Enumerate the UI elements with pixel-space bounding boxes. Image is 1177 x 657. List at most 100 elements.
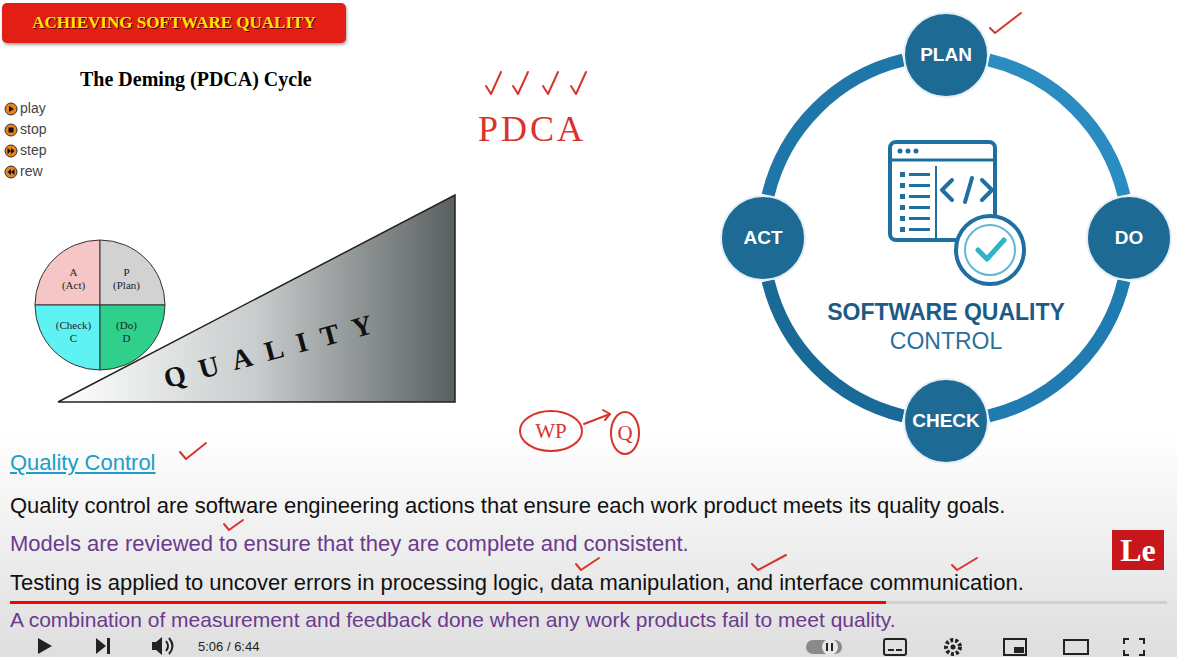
center-title-box: SOFTWARE QUALITYCONTROL bbox=[800, 130, 1092, 360]
handwritten-note-holder: PDCA bbox=[478, 108, 586, 150]
slide-control-label: step bbox=[20, 142, 46, 158]
slide-control-label-holder: step bbox=[20, 142, 46, 158]
ring-connector bbox=[989, 60, 1124, 195]
phase-circle-shape bbox=[1087, 196, 1171, 280]
phase-label: PLAN bbox=[920, 44, 972, 66]
node-outline bbox=[800, 130, 1092, 360]
quadrant-label: (Act) bbox=[62, 279, 85, 292]
list-line-icon bbox=[909, 195, 930, 198]
center-title-line: CONTROL bbox=[890, 327, 1002, 356]
list-bullet-icon bbox=[900, 227, 905, 232]
node-text-area: DO bbox=[1086, 195, 1172, 281]
list-bullet-icon bbox=[900, 205, 905, 210]
slide-control-label: play bbox=[20, 100, 46, 116]
pdca-quadrant: (Do)D bbox=[100, 305, 165, 370]
slide-control-icons bbox=[5, 103, 17, 178]
node-outline bbox=[100, 305, 165, 370]
browser-dot-icon bbox=[906, 149, 911, 154]
handwritten-note-holder: Q bbox=[617, 421, 632, 446]
browser-bar-icon bbox=[890, 159, 995, 162]
slide-control-label-holder: rew bbox=[20, 163, 43, 179]
handwritten-note-holder: WP bbox=[535, 419, 567, 444]
title-banner: ACHIEVING SOFTWARE QUALITY bbox=[2, 3, 346, 43]
browser-dot-icon bbox=[898, 149, 903, 154]
list-line-icon bbox=[909, 228, 930, 231]
list-line-icon bbox=[909, 217, 930, 220]
quadrant-label: A bbox=[70, 266, 78, 279]
divider-icon bbox=[935, 166, 937, 238]
phase-circle-shape bbox=[721, 196, 805, 280]
quadrant-label: C bbox=[70, 332, 77, 345]
quadrant-label: (Do) bbox=[116, 319, 137, 332]
code-brackets-icon bbox=[942, 178, 992, 202]
body-line: Models are reviewed to ensure that they … bbox=[10, 532, 689, 556]
node-outline bbox=[35, 240, 100, 305]
slide-control-label-holder: stop bbox=[20, 121, 46, 137]
phase-circle: PLAN bbox=[903, 12, 989, 98]
center-title-line: SOFTWARE QUALITY bbox=[827, 298, 1065, 327]
node-text-area: PLAN bbox=[903, 12, 989, 98]
channel-logo: Le bbox=[1120, 532, 1156, 569]
node-text-area: SOFTWARE QUALITYCONTROL bbox=[800, 130, 1092, 360]
video-time-holder: 5:06 / 6:44 bbox=[198, 639, 259, 654]
quadrant-label: P bbox=[123, 266, 129, 279]
ring-connector bbox=[768, 60, 903, 195]
phase-circle-shape bbox=[904, 13, 988, 97]
check-mark-icon bbox=[978, 240, 1004, 259]
quadrant-label: (Check) bbox=[56, 319, 91, 332]
quadrant-label: (Plan) bbox=[113, 279, 140, 292]
list-bullet-icon bbox=[900, 172, 905, 177]
phase-circle: ACT bbox=[720, 195, 806, 281]
list-bullet-icon bbox=[900, 194, 905, 199]
wedge-shape bbox=[58, 195, 455, 402]
phase-label: CHECK bbox=[912, 410, 980, 432]
phase-circle: CHECK bbox=[903, 378, 989, 464]
channel-logo-holder: Le bbox=[1112, 530, 1164, 570]
body-line: Testing is applied to uncover errors in … bbox=[10, 571, 1024, 595]
video-player-controls bbox=[38, 637, 1144, 655]
phase-label: ACT bbox=[743, 227, 782, 249]
slide-control-label-holder: play bbox=[20, 100, 46, 116]
body-line-holder: A combination of measurement and feedbac… bbox=[10, 608, 896, 632]
node-outline bbox=[100, 240, 165, 305]
list-line-icon bbox=[909, 184, 930, 187]
section-link-holder: Quality Control bbox=[10, 450, 156, 476]
handwritten-note: WP bbox=[535, 419, 567, 444]
check-badge-ring bbox=[965, 225, 1015, 275]
check-badge-icon bbox=[956, 216, 1024, 284]
slide-control-label: rew bbox=[20, 163, 43, 179]
phase-circle-shape bbox=[904, 379, 988, 463]
node-text-area: A(Act) bbox=[35, 240, 100, 305]
node-text-area: CHECK bbox=[903, 378, 989, 464]
list-line-icon bbox=[909, 173, 930, 176]
body-line-holder: Testing is applied to uncover errors in … bbox=[10, 571, 1024, 595]
pie-quadrant-shape bbox=[100, 240, 165, 305]
node-text-area: P(Plan) bbox=[100, 240, 165, 305]
slide-heading-holder: The Deming (PDCA) Cycle bbox=[80, 68, 312, 91]
list-bullet-icon bbox=[900, 183, 905, 188]
node-text-area: (Do)D bbox=[100, 305, 165, 370]
pdca-quadrant: P(Plan) bbox=[100, 240, 165, 305]
pdca-quadrant: (Check)C bbox=[35, 305, 100, 370]
pie-quadrant-shape bbox=[35, 305, 100, 370]
wedge-word: QUALITY bbox=[160, 305, 389, 395]
node-outline bbox=[35, 305, 100, 370]
slide-control-label: stop bbox=[20, 121, 46, 137]
node-text-area: (Check)C bbox=[35, 305, 100, 370]
video-time: 5:06 / 6:44 bbox=[198, 639, 259, 654]
handwritten-note: Q bbox=[617, 421, 632, 446]
section-link: Quality Control bbox=[10, 450, 156, 476]
ring-arc bbox=[768, 60, 903, 195]
pie-quadrant-shape bbox=[35, 240, 100, 305]
body-line-holder: Quality control are software engineering… bbox=[10, 494, 1005, 518]
list-bullet-icon bbox=[900, 216, 905, 221]
video-progress-bar bbox=[10, 601, 1167, 604]
title-text: ACHIEVING SOFTWARE QUALITY bbox=[32, 13, 315, 33]
list-line-icon bbox=[909, 206, 930, 209]
phase-label: DO bbox=[1115, 227, 1144, 249]
body-line: A combination of measurement and feedbac… bbox=[10, 608, 896, 632]
body-line: Quality control are software engineering… bbox=[10, 494, 1005, 518]
browser-dot-icon bbox=[914, 149, 919, 154]
ring-arc bbox=[989, 60, 1124, 195]
